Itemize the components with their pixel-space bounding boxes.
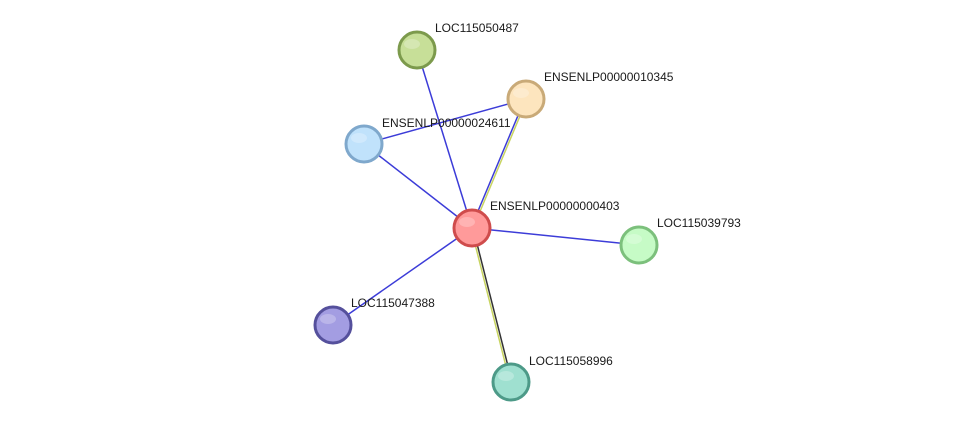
edge-n24611-n10345[interactable] [363, 98, 527, 145]
node-circle[interactable] [397, 30, 437, 70]
node-n050487[interactable]: LOC115050487 [397, 21, 519, 70]
node-label: ENSENLP00000010345 [544, 70, 674, 84]
edge-center-n039793[interactable] [471, 227, 640, 246]
node-circle[interactable] [619, 225, 659, 265]
node-circle[interactable] [452, 208, 492, 248]
edges-layer [332, 49, 640, 383]
node-label: LOC115047388 [351, 296, 435, 310]
node-label: LOC115050487 [435, 21, 519, 35]
node-label: LOC115039793 [657, 216, 741, 230]
edge-center-n050487[interactable] [416, 49, 473, 229]
node-highlight [320, 314, 336, 324]
edge-center-n10345[interactable] [470, 98, 526, 228]
node-n047388[interactable]: LOC115047388 [313, 296, 435, 345]
node-n24611[interactable]: ENSENLP00000024611 [344, 116, 511, 164]
node-highlight [513, 88, 529, 98]
node-n058996[interactable]: LOC115058996 [491, 354, 613, 402]
edge-center-n24611[interactable] [363, 143, 473, 229]
node-label: ENSENLP00000000403 [490, 199, 620, 213]
node-label: LOC115058996 [529, 354, 613, 368]
edge-center-n047388[interactable] [332, 227, 473, 326]
node-highlight [459, 217, 475, 227]
node-highlight [351, 133, 367, 143]
edge-center-n058996[interactable] [470, 228, 511, 383]
nodes-layer: ENSENLP00000000403 ENSENLP00000010345ENSE… [313, 21, 741, 402]
node-highlight [498, 371, 514, 381]
node-circle[interactable] [491, 362, 531, 402]
node-circle[interactable] [506, 79, 546, 119]
node-label: ENSENLP00000024611 [382, 116, 511, 130]
edge-center-n10345[interactable] [472, 99, 528, 229]
node-circle[interactable] [344, 124, 384, 164]
node-n039793[interactable]: LOC115039793 [619, 216, 741, 265]
node-circle[interactable] [313, 305, 353, 345]
node-n10345[interactable]: ENSENLP00000010345 [506, 70, 674, 119]
edge-center-n058996[interactable] [472, 227, 513, 382]
node-highlight [404, 39, 420, 49]
node-highlight [626, 234, 642, 244]
node-center[interactable]: ENSENLP00000000403 [452, 199, 620, 248]
